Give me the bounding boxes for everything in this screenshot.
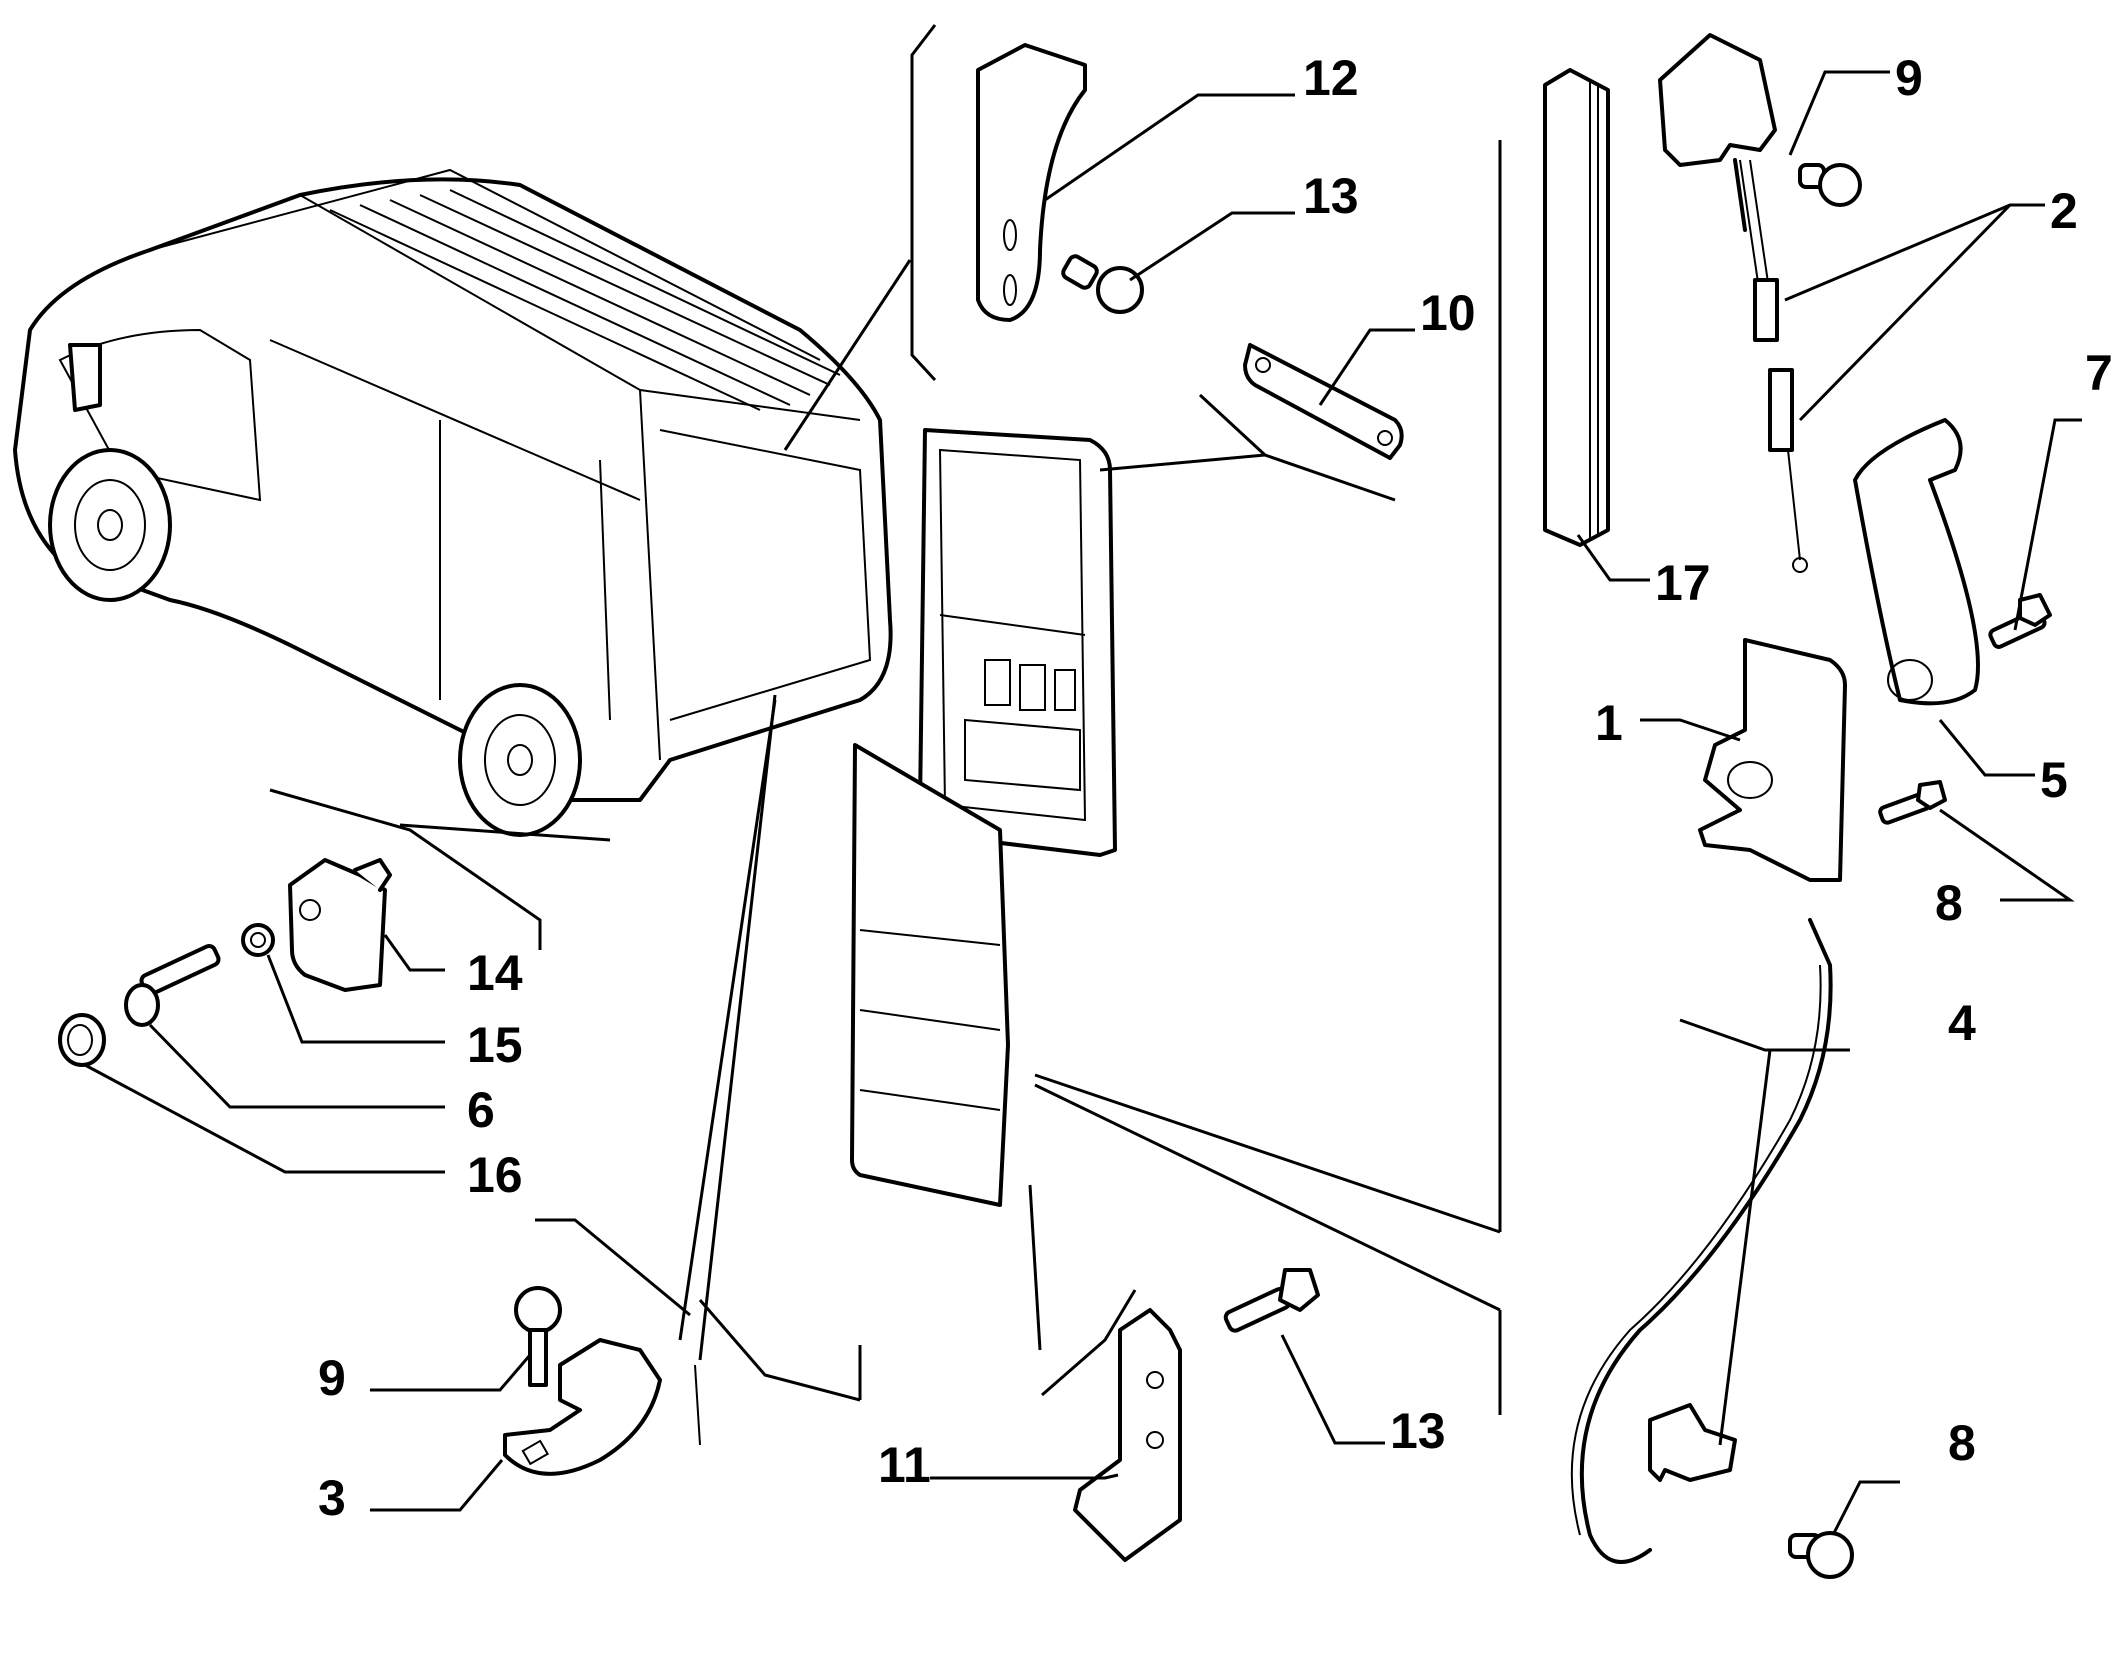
- part-16-nut: [58, 1013, 106, 1067]
- callout-14: 14: [467, 945, 523, 1001]
- rear-wheel: [458, 683, 582, 837]
- part-4-lower-lock-cable: [1570, 918, 1833, 1564]
- part-2-upper-lock: [1658, 33, 1808, 573]
- van-illustration: [13, 168, 893, 837]
- callout-9-top: 9: [1895, 50, 1923, 106]
- part-17-seal-strip: [1543, 68, 1610, 547]
- part-12-bracket: [976, 43, 1087, 322]
- callout-2: 2: [2050, 183, 2078, 239]
- callout-10: 10: [1420, 285, 1476, 341]
- part-1-lock: [1698, 638, 1847, 882]
- part-11-door-stop: [1073, 1308, 1182, 1562]
- part-3-striker-plate: [503, 1338, 701, 1476]
- callout-labels: 12 13 10 9 2 17 7 1 5 8 4 8 14 15 6 16 9…: [318, 50, 2113, 1526]
- callout-3: 3: [318, 1470, 346, 1526]
- lower-rear-door: [850, 743, 1010, 1207]
- callout-8-bottom: 8: [1948, 1415, 1976, 1471]
- callout-6: 6: [467, 1082, 495, 1138]
- callout-leaders: [84, 70, 2082, 1536]
- part-15-washer: [241, 923, 275, 957]
- leader-lines: [399, 259, 1501, 1361]
- part-8-screw-mid: [1878, 780, 1947, 825]
- part-5-handle: [1853, 418, 1980, 706]
- callout-13-top: 13: [1303, 168, 1359, 224]
- callout-8-mid: 8: [1935, 875, 1963, 931]
- part-9-screw-bottom: [514, 1286, 562, 1387]
- callout-4: 4: [1948, 995, 1976, 1051]
- callout-11: 11: [878, 1437, 931, 1493]
- part-9-screw-top: [1798, 163, 1862, 207]
- part-13-bolt-bottom: [1223, 1268, 1320, 1333]
- callout-17: 17: [1655, 555, 1711, 611]
- part-13-screw-top: [1061, 254, 1144, 314]
- upper-rear-door: [918, 428, 1117, 857]
- callout-9-bottom: 9: [318, 1350, 346, 1406]
- roof-panels: [329, 189, 841, 411]
- callout-5: 5: [2040, 752, 2068, 808]
- part-6-bolt: [124, 944, 221, 1027]
- callout-16: 16: [467, 1147, 523, 1203]
- part-14-buffer: [288, 858, 392, 992]
- part-7-bolt: [1988, 593, 2052, 649]
- part-8-screw-bottom: [1788, 1531, 1854, 1579]
- callout-15: 15: [467, 1017, 523, 1073]
- callout-12: 12: [1303, 50, 1359, 106]
- callout-13-bottom: 13: [1390, 1403, 1446, 1459]
- callout-7: 7: [2085, 345, 2113, 401]
- callout-1: 1: [1595, 695, 1623, 751]
- front-wheel: [48, 448, 172, 602]
